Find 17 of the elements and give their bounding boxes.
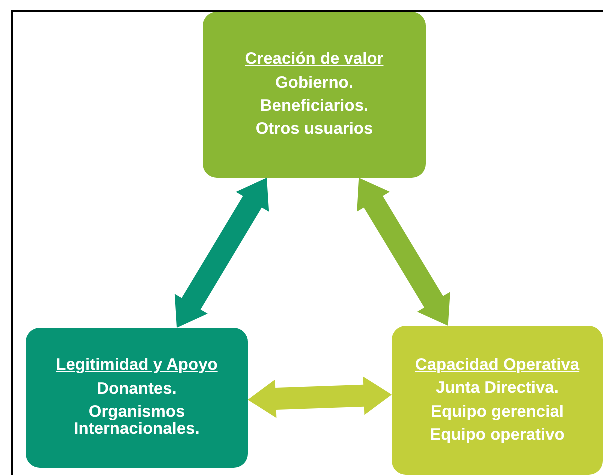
stakeholder-box [203, 12, 426, 178]
stakeholder-box [392, 326, 603, 475]
box-item: Organismos Internacionales. [73, 404, 201, 439]
double-arrow [248, 376, 392, 418]
double-arrow [357, 178, 450, 326]
double-arrow [174, 178, 270, 328]
box-item: Donantes. [97, 380, 177, 398]
box-heading: Legitimidad y Apoyo [56, 357, 218, 375]
box-item: Beneficiarios. [260, 98, 369, 116]
box-item: Equipo operativo [430, 426, 565, 444]
stakeholder-box [26, 328, 248, 468]
box-item: Junta Directiva. [436, 380, 559, 398]
box-heading: Capacidad Operativa [415, 356, 580, 374]
box-item: Equipo gerencial [431, 404, 564, 421]
box-item: Otros usuarios [256, 121, 374, 139]
box-heading: Creación de valor [245, 51, 384, 69]
box-item: Gobierno. [276, 74, 354, 92]
